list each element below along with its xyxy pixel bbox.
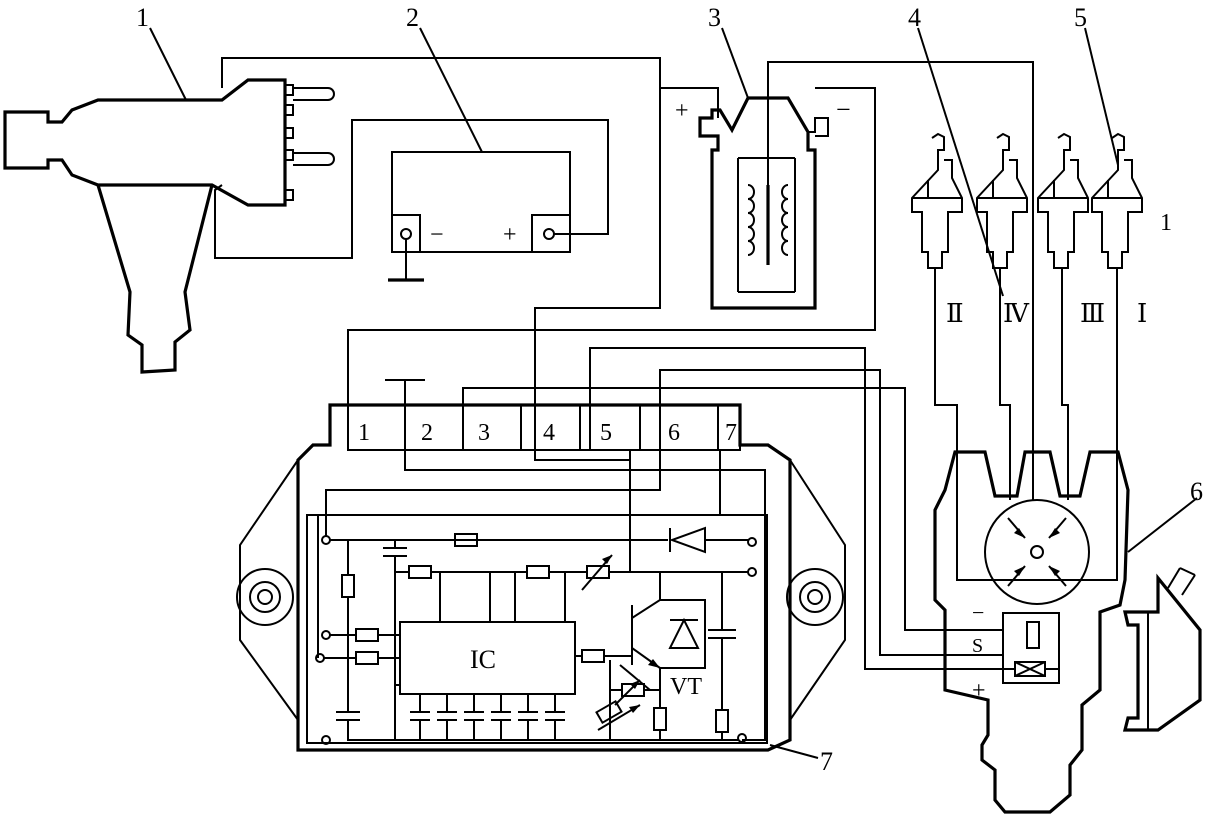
terminal-1: 1 [358,420,370,446]
terminal-2: 2 [421,420,433,446]
callout-2: 2 [406,3,419,32]
callout-4: 4 [908,3,921,32]
callout-leaders [149,27,1198,553]
spark-plug [1091,132,1143,269]
callout-1: 1 [136,3,149,32]
spark-plug [911,132,963,269]
battery-plus-sign: + [503,222,517,248]
callout-3: 3 [708,3,721,32]
spark-plug [976,132,1028,269]
callout-5: 5 [1074,3,1087,32]
cylinder-label-1: Ⅰ [1137,299,1147,328]
battery-minus-sign: − [430,222,444,248]
callout-7: 7 [820,747,833,776]
battery [388,151,571,282]
cylinder-label-2: Ⅱ [946,299,964,328]
terminal-5: 5 [600,420,612,446]
callout-6: 6 [1190,477,1203,506]
spark-plug [1037,132,1089,269]
ignition-coil [698,96,829,310]
ignition-module [236,369,1003,752]
terminal-3: 3 [478,420,490,446]
sensor-label: S [972,635,983,657]
firing-order-mark: 1 [1160,210,1172,236]
cylinder-label-4: Ⅳ [1003,299,1030,328]
vt-label: VT [670,674,702,700]
coil-minus-sign: − [836,95,851,124]
terminal-4: 4 [543,420,555,446]
distributor-plus-sign: + [972,678,986,704]
terminal-6: 6 [668,420,680,446]
starter-motor [3,78,335,374]
distributor [933,450,1202,814]
distributor-minus-sign: − [972,600,984,625]
ic-label: IC [470,645,496,674]
wiring [214,57,1118,759]
terminal-7: 7 [725,420,737,446]
spark-plugs [911,132,1143,269]
cylinder-label-3: Ⅲ [1080,299,1105,328]
coil-plus-sign: + [675,98,689,124]
